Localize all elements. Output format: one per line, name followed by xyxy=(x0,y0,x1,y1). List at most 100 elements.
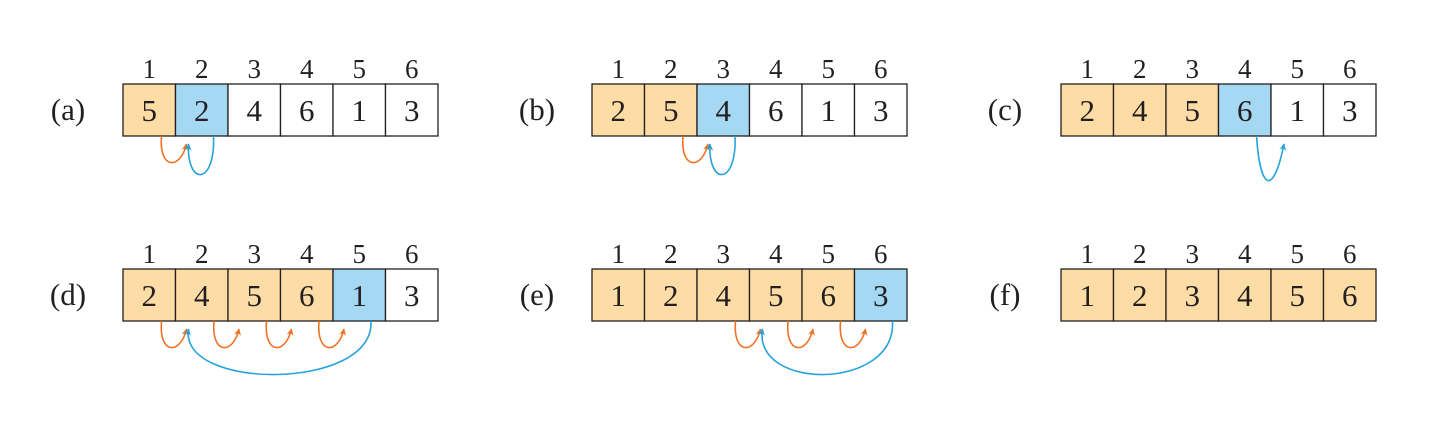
array-cell-sorted xyxy=(1060,83,1115,137)
cell-value: 5 xyxy=(768,278,784,313)
shift-arrow xyxy=(839,320,868,349)
array-cell-sorted xyxy=(1322,268,1377,322)
index-label: 6 xyxy=(1343,239,1357,269)
cell-value: 3 xyxy=(1185,278,1201,313)
key-arrow xyxy=(184,320,372,376)
shift-arrow xyxy=(734,320,763,349)
index-label: 6 xyxy=(1343,54,1357,84)
key-arrow xyxy=(184,135,215,176)
index-label: 5 xyxy=(1291,54,1305,84)
array-cell-sorted xyxy=(122,83,177,137)
cell-value: 4 xyxy=(1237,278,1253,313)
array-cell-sorted xyxy=(801,268,856,322)
array-cell-sorted xyxy=(1112,268,1167,322)
cell-value: 5 xyxy=(663,93,679,128)
array-cell-key xyxy=(1217,83,1272,137)
cell-value: 5 xyxy=(1290,278,1306,313)
array-cell-unsorted xyxy=(332,83,387,137)
panel-label: (f) xyxy=(990,277,1021,312)
index-label: 4 xyxy=(300,239,314,269)
cell-value: 4 xyxy=(194,278,210,313)
cell-value: 4 xyxy=(716,93,732,128)
array-cell-sorted xyxy=(643,83,698,137)
shift-arrow xyxy=(160,320,189,349)
cell-value: 3 xyxy=(1342,93,1358,128)
array-cell-unsorted xyxy=(853,83,908,137)
array-cell-key xyxy=(174,83,229,137)
index-label: 1 xyxy=(143,54,157,84)
index-label: 4 xyxy=(769,54,783,84)
index-label: 1 xyxy=(143,239,157,269)
index-label: 3 xyxy=(717,239,731,269)
index-label: 6 xyxy=(874,239,888,269)
index-label: 1 xyxy=(1081,54,1095,84)
array-cell-sorted xyxy=(279,268,334,322)
index-label: 3 xyxy=(248,239,262,269)
index-label: 3 xyxy=(1186,54,1200,84)
index-label: 2 xyxy=(1133,54,1147,84)
array-cell-key xyxy=(332,268,387,322)
index-label: 2 xyxy=(195,239,209,269)
shift-arrow xyxy=(213,320,241,349)
index-label: 6 xyxy=(874,54,888,84)
index-label: 4 xyxy=(1238,239,1252,269)
cell-value: 1 xyxy=(352,278,368,313)
cell-value: 6 xyxy=(299,278,315,313)
array-cell-unsorted xyxy=(384,83,439,137)
cell-value: 5 xyxy=(1185,93,1201,128)
cell-value: 3 xyxy=(873,278,889,313)
array-cell-sorted xyxy=(1112,83,1167,137)
cell-value: 1 xyxy=(352,93,368,128)
index-label: 5 xyxy=(1291,239,1305,269)
array-cell-sorted xyxy=(1217,268,1272,322)
cell-value: 6 xyxy=(768,93,784,128)
shift-arrow xyxy=(265,320,294,349)
index-label: 1 xyxy=(612,54,626,84)
panel-label: (c) xyxy=(988,92,1022,127)
index-label: 4 xyxy=(1238,54,1252,84)
index-label: 2 xyxy=(664,239,678,269)
shift-arrow xyxy=(160,135,189,164)
cell-value: 5 xyxy=(247,278,263,313)
index-label: 3 xyxy=(1186,239,1200,269)
key-arrow xyxy=(706,135,736,176)
array-cell-sorted xyxy=(1270,268,1325,322)
array-cell-sorted xyxy=(591,83,646,137)
shift-arrow xyxy=(787,320,815,349)
index-label: 6 xyxy=(405,239,419,269)
cell-value: 1 xyxy=(611,278,627,313)
index-label: 4 xyxy=(300,54,314,84)
cell-value: 6 xyxy=(821,278,837,313)
cell-value: 1 xyxy=(1080,278,1096,313)
cell-value: 2 xyxy=(611,93,627,128)
array-cell-key xyxy=(696,83,751,137)
index-label: 2 xyxy=(664,54,678,84)
array-cell-unsorted xyxy=(384,268,439,322)
cell-value: 2 xyxy=(1132,278,1148,313)
index-label: 2 xyxy=(195,54,209,84)
cell-value: 1 xyxy=(821,93,837,128)
array-cell-unsorted xyxy=(1322,83,1377,137)
array-cell-sorted xyxy=(122,268,177,322)
cell-value: 2 xyxy=(194,93,210,128)
array-cell-sorted xyxy=(227,268,282,322)
array-cell-sorted xyxy=(643,268,698,322)
cell-value: 3 xyxy=(873,93,889,128)
index-label: 3 xyxy=(248,54,262,84)
index-label: 1 xyxy=(612,239,626,269)
shift-arrow xyxy=(682,135,710,164)
array-cell-unsorted xyxy=(227,83,282,137)
cell-value: 4 xyxy=(1132,93,1148,128)
cell-value: 1 xyxy=(1290,93,1306,128)
index-label: 5 xyxy=(353,239,367,269)
array-cell-sorted xyxy=(748,268,803,322)
key-arrow xyxy=(1255,135,1287,182)
panel-label: (d) xyxy=(50,277,86,312)
cell-value: 4 xyxy=(247,93,263,128)
cell-value: 3 xyxy=(404,278,420,313)
